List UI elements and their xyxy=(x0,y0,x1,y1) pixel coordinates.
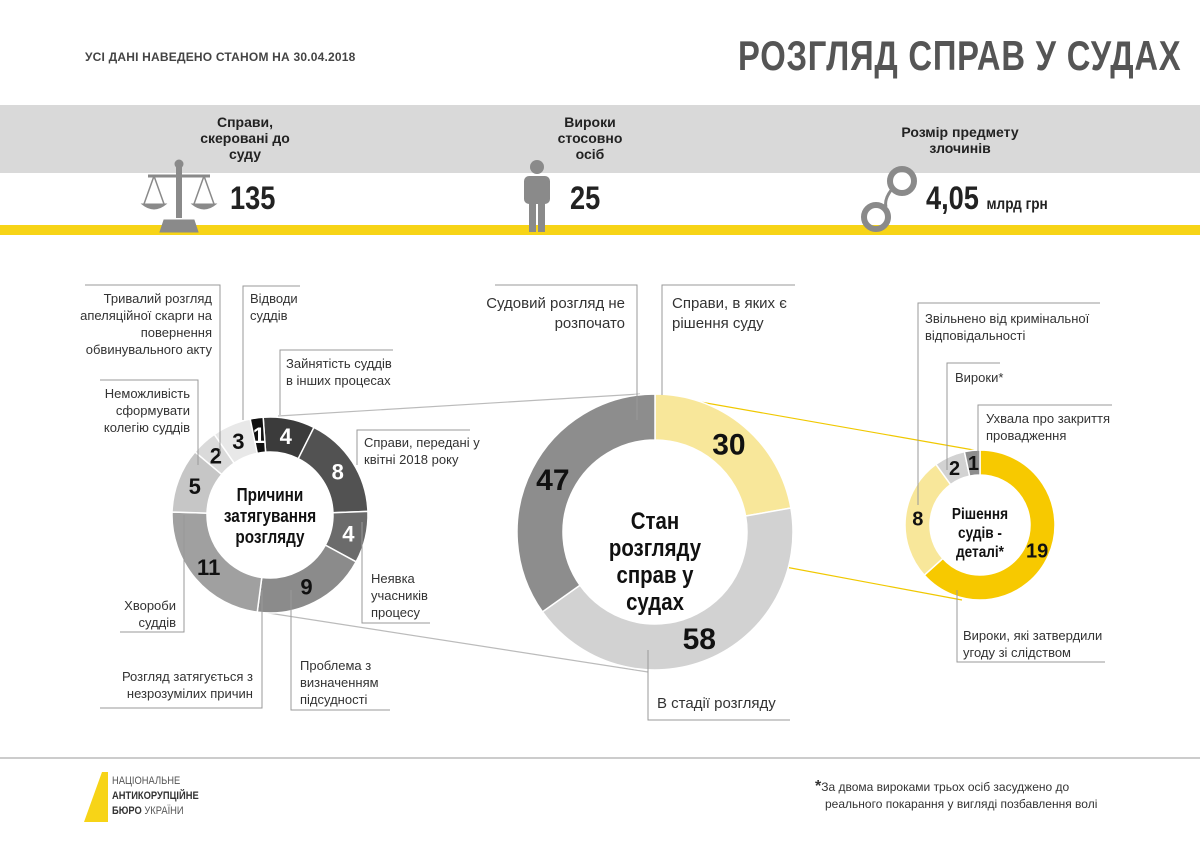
label-released: Звільнено від кримінальної відповідально… xyxy=(925,311,1090,343)
donut1-title: Причини затягування розгляду xyxy=(223,485,317,547)
label-verdicts: Вироки* xyxy=(955,370,1004,385)
donut2-value-label: 58 xyxy=(683,623,716,656)
label-appeal-delay: Тривалий розгляд апеляційної скарги на п… xyxy=(80,291,212,357)
donut2-segment xyxy=(516,393,656,613)
donut2-value-label: 47 xyxy=(536,464,569,497)
nabu-logo-text: НАЦІОНАЛЬНЕ АНТИКОРУПЦІЙНЕ БЮРО УКРАЇНИ xyxy=(112,775,199,817)
donut2-title: Стан розгляду справ у судах xyxy=(608,508,702,616)
date-note: УСІ ДАНІ НАВЕДЕНО СТАНОМ НА 30.04.2018 xyxy=(85,50,356,64)
footer-divider xyxy=(0,757,1200,759)
connector-line xyxy=(779,565,963,601)
label-recusals: Відводи суддів xyxy=(250,291,298,323)
donut2-value-label: 30 xyxy=(712,429,745,462)
page-title: РОЗГЛЯД СПРАВ У СУДАХ xyxy=(738,32,1182,79)
footnote: *За двома вироками трьох осіб засуджено … xyxy=(815,778,1098,811)
handcuffs-icon xyxy=(861,166,917,232)
donut1-value-label: 2 xyxy=(210,443,222,468)
donut1-value-label: 5 xyxy=(189,474,201,499)
label-with-decision: Справи, в яких є рішення суду xyxy=(672,295,787,332)
label-not-started: Судовий розгляд не розпочато xyxy=(486,295,625,332)
stat-cases-value: 135 xyxy=(230,180,276,216)
label-judges-busy: Зайнятість суддів в інших процесах xyxy=(286,356,392,388)
stats-band xyxy=(0,105,1200,173)
donut3-value-label: 8 xyxy=(912,509,923,531)
label-panel-formation: Неможливість сформувати колегію суддів xyxy=(103,386,190,435)
label-in-review: В стадії розгляду xyxy=(657,695,776,712)
donut3-segment xyxy=(963,449,981,477)
donut1-value-label: 3 xyxy=(232,429,244,454)
donut1-value-label: 4 xyxy=(342,521,355,546)
yellow-stripe xyxy=(0,225,1200,235)
donut1-value-label: 1 xyxy=(253,423,265,448)
label-judge-illness: Хвороби суддів xyxy=(124,598,176,630)
person-icon xyxy=(524,160,550,232)
label-plea-verdicts: Вироки, які затвердили угоду зі слідство… xyxy=(963,628,1103,660)
donut1-value-label: 11 xyxy=(197,555,220,580)
stat-cases-label: Справи, скеровані до суду xyxy=(200,114,290,162)
connector-line xyxy=(261,611,649,673)
connector-line xyxy=(654,393,986,453)
scales-icon xyxy=(140,159,218,233)
donut1-segment xyxy=(249,416,267,455)
stat-verdicts-label: Вироки стосовно осіб xyxy=(557,114,623,162)
stat-amount-value: 4,05 млрд грн xyxy=(926,180,1048,216)
donut3-segment xyxy=(923,449,1056,601)
donut1-value-label: 9 xyxy=(300,575,312,600)
donut2-segment xyxy=(541,507,794,671)
nabu-logo-mark xyxy=(84,772,108,822)
label-transferred-april: Справи, передані у квітні 2018 року xyxy=(364,435,480,467)
label-closure-ruling: Ухвала про закриття провадження xyxy=(986,411,1111,443)
donut3-title: Рішення судів - деталі* xyxy=(951,506,1009,561)
donut3-value-label: 19 xyxy=(1026,541,1048,563)
donut1-value-label: 8 xyxy=(332,459,344,484)
label-unknown-reasons: Розгляд затягується з незрозумілих причи… xyxy=(121,669,253,701)
stat-verdicts-value: 25 xyxy=(570,180,601,216)
donut3-value-label: 2 xyxy=(949,458,960,480)
connector-line xyxy=(277,393,641,417)
label-jurisdiction: Проблема з визначенням підсудності xyxy=(300,658,379,707)
donut1-value-label: 4 xyxy=(280,424,293,449)
stat-amount-label: Розмір предмету злочинів xyxy=(901,124,1019,156)
label-no-show: Неявка учасників процесу xyxy=(371,571,428,620)
donut3-value-label: 1 xyxy=(968,453,979,475)
